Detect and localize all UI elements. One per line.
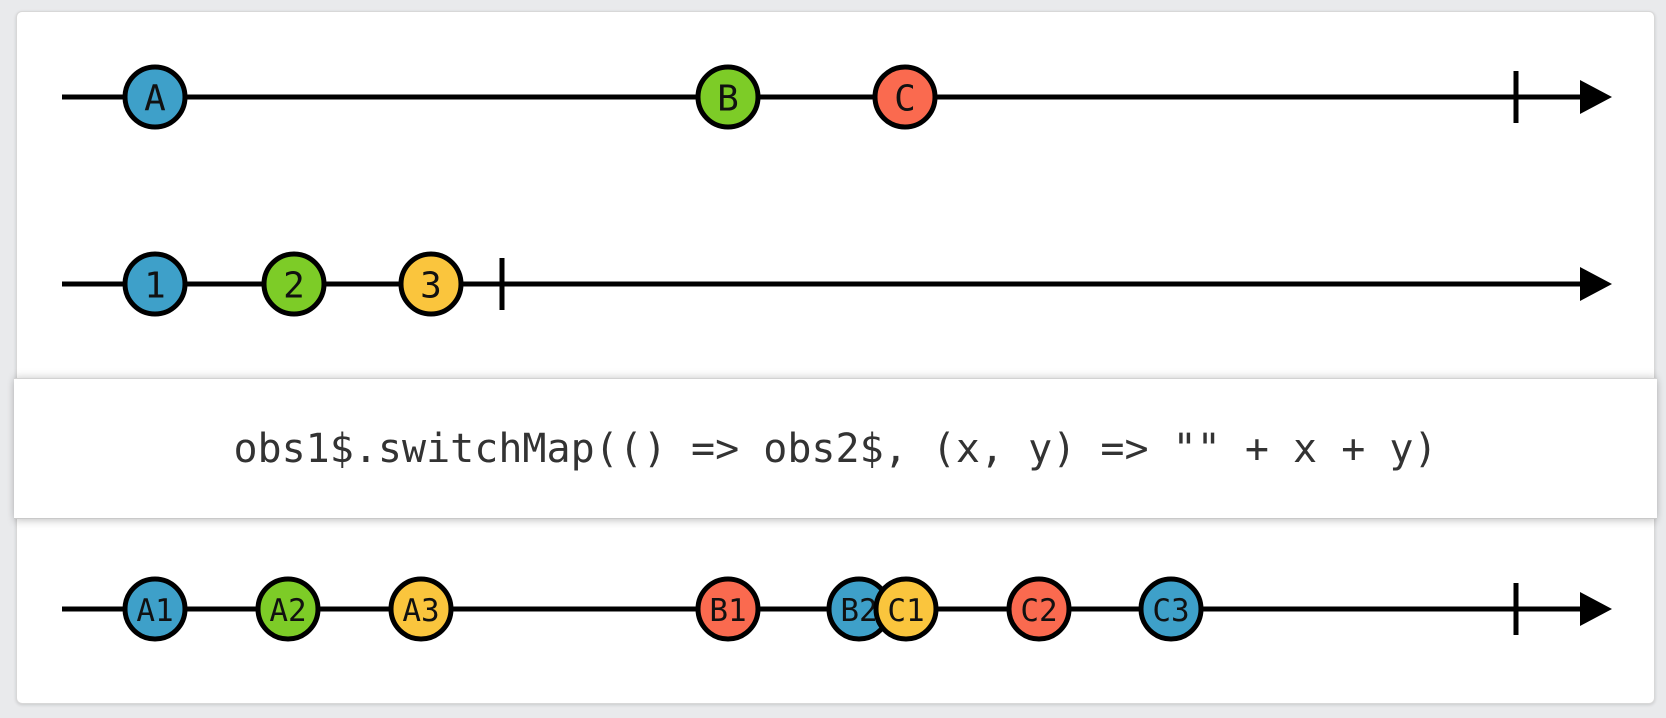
operator-expression: obs1$.switchMap(() => obs2$, (x, y) => "… xyxy=(233,425,1438,472)
diagram-card xyxy=(16,11,1655,704)
operator-band: obs1$.switchMap(() => obs2$, (x, y) => "… xyxy=(14,378,1657,519)
